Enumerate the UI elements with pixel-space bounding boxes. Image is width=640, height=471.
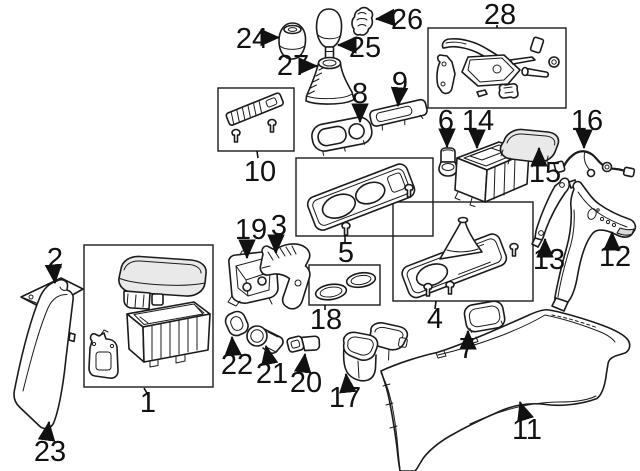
callout-label-17: 17 [329,382,361,414]
callout-leader-4 [434,300,437,310]
part-24-shift-knob [278,22,307,60]
part-8-console-garnish [311,116,373,157]
callout-label-3: 3 [271,210,287,242]
callout-arrow-20 [293,352,312,374]
callout-leader-10 [256,150,259,159]
callout-label-20: 20 [290,367,322,399]
part-16-wire-harness [553,150,636,178]
callout-label-28: 28 [484,0,516,31]
callout-arrow-22 [224,335,242,357]
callout-label-27: 27 [277,50,309,82]
callout-label-21: 21 [256,358,288,390]
part-1-bracket [88,329,119,379]
callout-label-22: 22 [221,349,253,381]
callout-label-9: 9 [392,67,408,99]
callout-label-12: 12 [599,241,631,273]
part-9-console-garnish [369,98,428,131]
callout-arrow-9 [390,86,409,108]
part-4-console-panel-with-boot [401,216,519,299]
callout-arrow-11 [517,400,534,423]
part-18-cup-holder-mats [314,271,377,301]
callout-label-23: 23 [34,436,66,468]
callout-label-19: 19 [235,214,267,246]
callout-label-10: 10 [244,156,276,188]
callout-label-26: 26 [391,4,423,36]
part-12-bracket [551,180,637,312]
part-26-clip [351,6,374,36]
callout-arrow-21 [261,344,279,367]
callout-label-1: 1 [140,387,156,419]
part-10-trim-strip [225,92,284,143]
callout-label-24: 24 [236,23,268,55]
callout-label-15: 15 [529,157,561,189]
part-28-parking-brake-assembly [436,36,560,99]
part-6-cap [438,147,458,177]
part-7-console-tray [463,300,506,333]
callout-label-25: 25 [349,32,381,64]
part-25-shift-knob-with-stem [315,8,343,62]
callout-arrow-23 [37,420,56,442]
part-1-armrest-lid [118,255,207,310]
part-10-box [217,87,295,152]
callout-label-4: 4 [427,303,443,335]
callout-arrow-26 [374,8,396,27]
callout-label-11: 11 [512,414,542,446]
callout-arrow-17 [339,372,357,394]
part-5-box [295,157,434,237]
callout-label-5: 5 [338,237,354,269]
part-22-grommet [224,310,249,337]
callout-label-6: 6 [438,105,454,137]
part-20-accessory-socket [286,335,321,353]
callout-arrow-2 [44,263,63,285]
part-5-console-panel-garnish [306,163,416,236]
callout-label-13: 13 [533,244,565,276]
part-4-box [392,201,534,302]
callout-label-8: 8 [352,78,368,110]
callout-label-14: 14 [462,105,494,137]
part-1-box [83,244,214,388]
part-17-cup-holder-insert [342,322,409,382]
part-1-console-box [126,301,211,368]
callout-label-2: 2 [47,243,63,275]
part-18-box [308,264,381,306]
callout-label-18: 18 [310,304,342,336]
part-11-console-body [380,308,631,471]
callout-label-16: 16 [571,105,603,137]
callout-label-7: 7 [459,333,475,365]
callout-leader-1 [143,387,149,396]
